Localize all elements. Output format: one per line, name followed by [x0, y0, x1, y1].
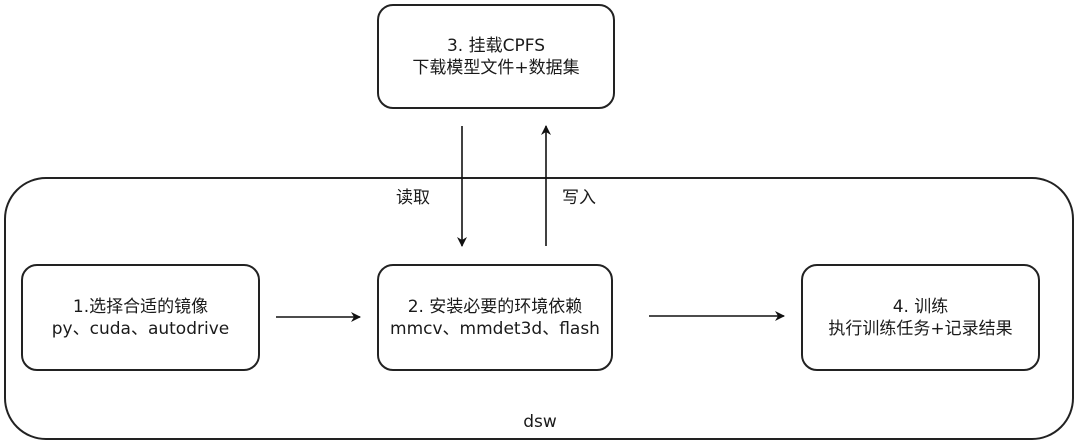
edge-label-read: 读取 [396, 188, 430, 208]
dsw-container-label: dsw [523, 412, 557, 432]
node-mount-cpfs: 3. 挂载CPFS 下载模型文件+数据集 [377, 4, 615, 109]
node-install-dependencies: 2. 安装必要的环境依赖 mmcv、mmdet3d、flash [377, 264, 613, 371]
node-2-title: 2. 安装必要的环境依赖 [407, 296, 583, 317]
dsw-container [4, 177, 1074, 440]
node-training: 4. 训练 执行训练任务+记录结果 [801, 264, 1040, 371]
node-3-title: 3. 挂载CPFS [446, 35, 545, 56]
node-4-title: 4. 训练 [892, 296, 949, 317]
node-select-image: 1.选择合适的镜像 py、cuda、autodrive [21, 264, 260, 371]
node-4-detail: 执行训练任务+记录结果 [828, 318, 1013, 339]
node-3-detail: 下载模型文件+数据集 [412, 57, 580, 78]
node-1-detail: py、cuda、autodrive [51, 318, 230, 339]
node-2-detail: mmcv、mmdet3d、flash [390, 318, 600, 339]
node-1-title: 1.选择合适的镜像 [72, 296, 209, 317]
edge-label-write: 写入 [562, 188, 596, 208]
